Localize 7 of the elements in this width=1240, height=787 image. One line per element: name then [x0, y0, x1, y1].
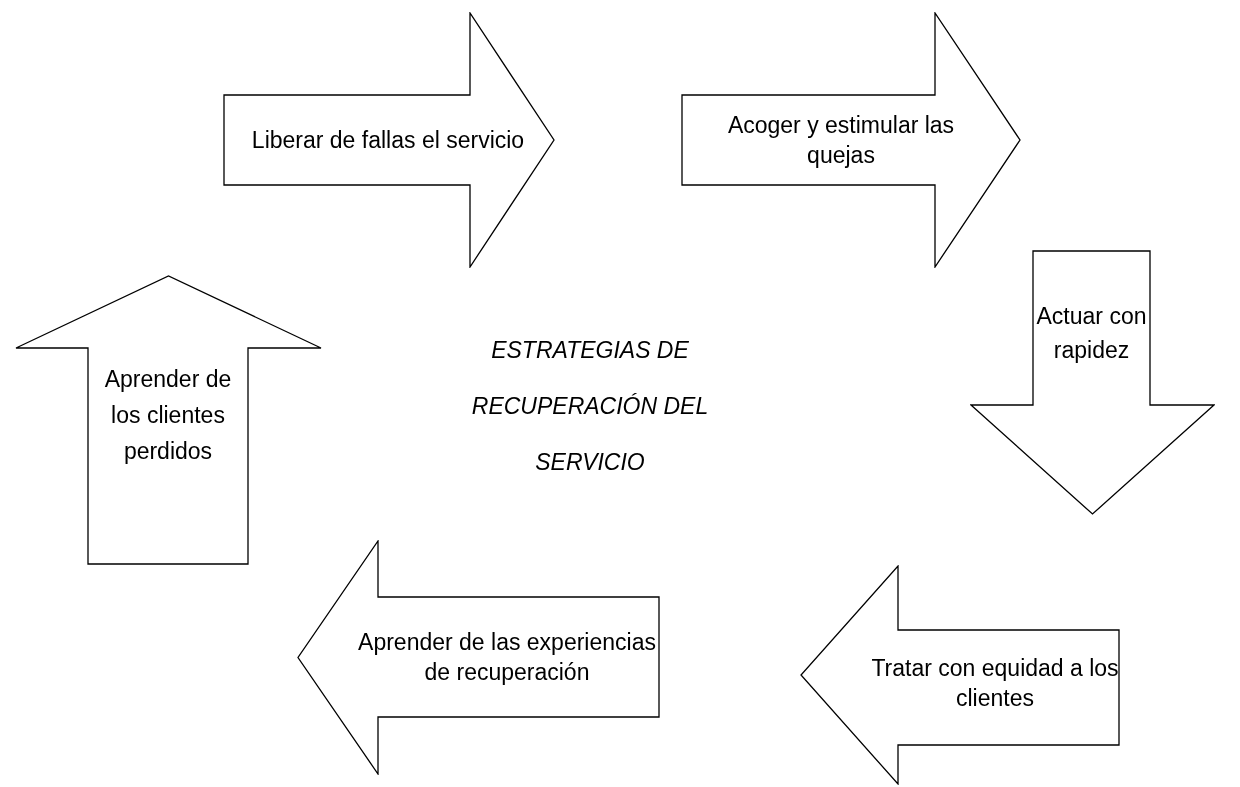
arrow-label: Aprender de los clientes perdidos	[103, 365, 233, 466]
arrow-label: Actuar con rapidez	[1035, 301, 1148, 365]
diagram-title: ESTRATEGIAS DE RECUPERACIÓN DEL SERVICIO	[470, 336, 710, 477]
arrow-label: Liberar de fallas el servicio	[251, 126, 525, 155]
arrow-label: Acoger y estimular las quejas	[726, 111, 956, 170]
arrow-label: Aprender de las experiencias de recuperación	[357, 628, 657, 687]
arrow-label: Tratar con equidad a los clientes	[870, 653, 1120, 713]
